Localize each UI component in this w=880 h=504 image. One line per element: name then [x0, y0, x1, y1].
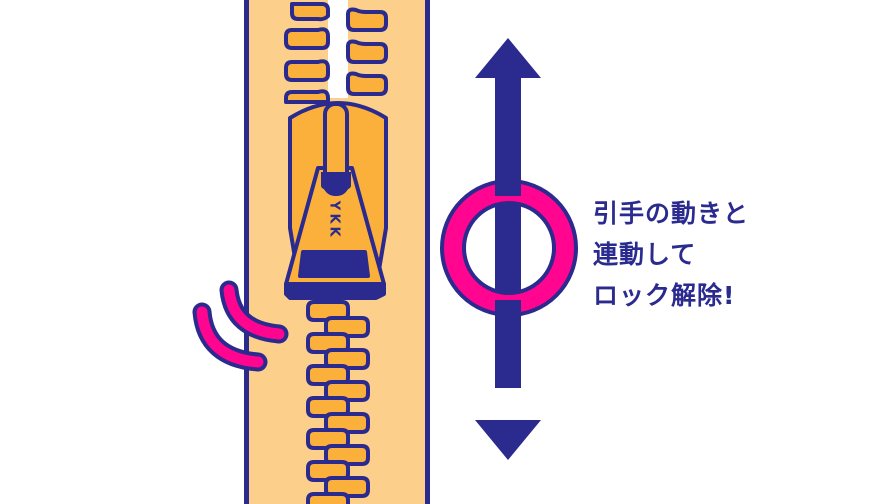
- lower-teeth: [306, 300, 370, 504]
- vertical-double-arrow-icon: [475, 38, 541, 460]
- ring-icon: [440, 179, 578, 317]
- upper-teeth: [284, 0, 388, 104]
- diagram-caption: 引手の動きと 連動して ロック解除!: [593, 193, 793, 316]
- ykk-brand-label: Y K K: [322, 199, 346, 238]
- zipper-slider-icon: [284, 101, 388, 300]
- brand-letter-k: K: [326, 226, 342, 237]
- caption-line-3: ロック解除!: [593, 281, 736, 310]
- motion-lines-icon: [192, 280, 289, 372]
- caption-line-2: 連動して: [593, 240, 697, 269]
- caption-line-1: 引手の動きと: [593, 199, 750, 228]
